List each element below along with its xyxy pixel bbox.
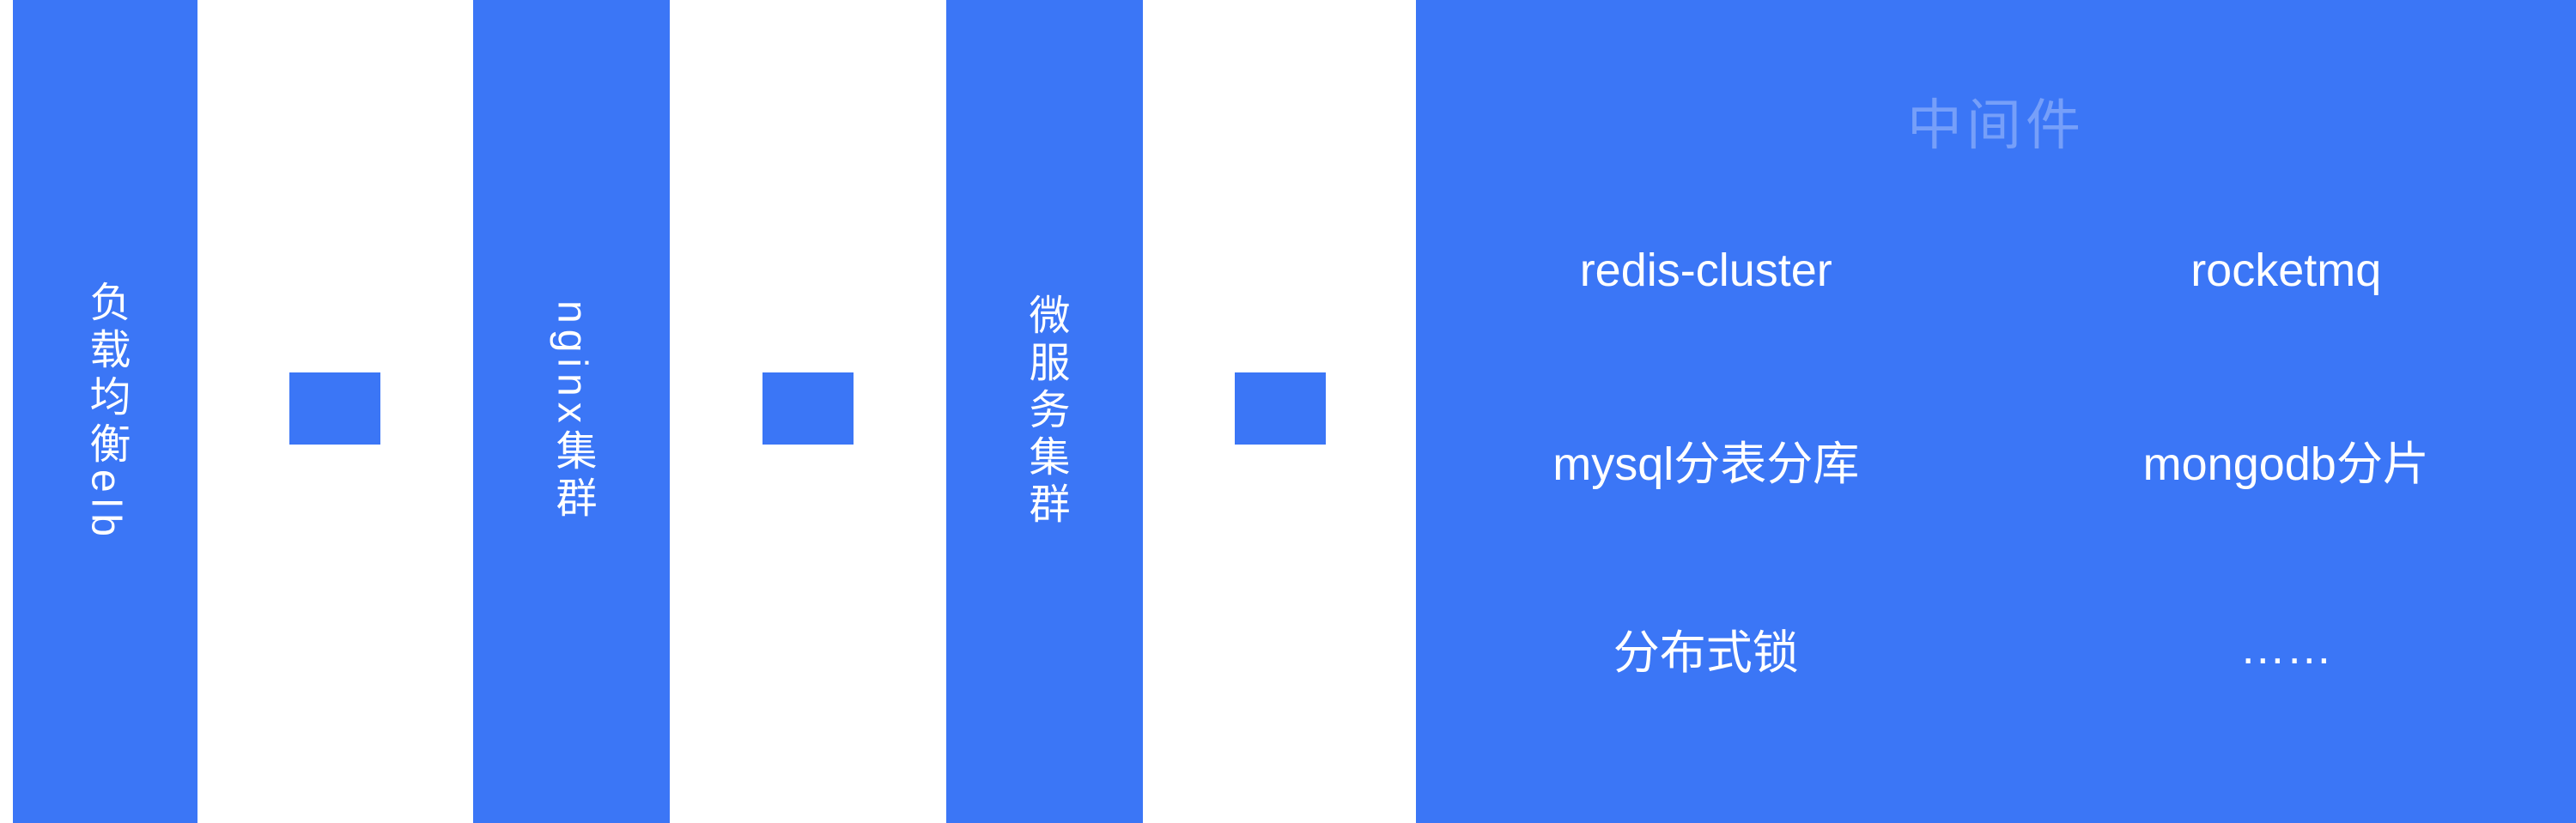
nginx-cluster-bar: nginx集群	[473, 0, 670, 823]
middleware-item-distributed-lock: 分布式锁	[1613, 626, 1799, 679]
middleware-item-rocketmq: rocketmq	[2190, 245, 2382, 296]
middleware-item-ellipsis: ……	[2239, 622, 2333, 674]
microservice-cluster-bar: 微服务集群	[946, 0, 1143, 823]
middleware-items-grid: redis-cluster rocketmq mysql分表分库 mongodb…	[1416, 176, 2576, 742]
middleware-panel-title: 中间件	[1907, 94, 2085, 156]
connector-rect-2	[762, 372, 854, 445]
middleware-item-mongodb-sharding: mongodb分片	[2142, 438, 2429, 490]
middleware-item-mysql-sharding: mysql分表分库	[1552, 438, 1860, 490]
middleware-item-redis-cluster: redis-cluster	[1579, 245, 1832, 296]
connector-rect-3	[1235, 372, 1326, 445]
load-balancer-bar: 负载均衡elb	[13, 0, 197, 823]
middleware-panel: 中间件 redis-cluster rocketmq mysql分表分库 mon…	[1416, 0, 2576, 823]
microservice-cluster-label: 微服务集群	[1022, 293, 1068, 530]
nginx-cluster-label: nginx集群	[549, 300, 595, 523]
connector-rect-1	[289, 372, 380, 445]
load-balancer-label: 负载均衡elb	[82, 280, 129, 543]
